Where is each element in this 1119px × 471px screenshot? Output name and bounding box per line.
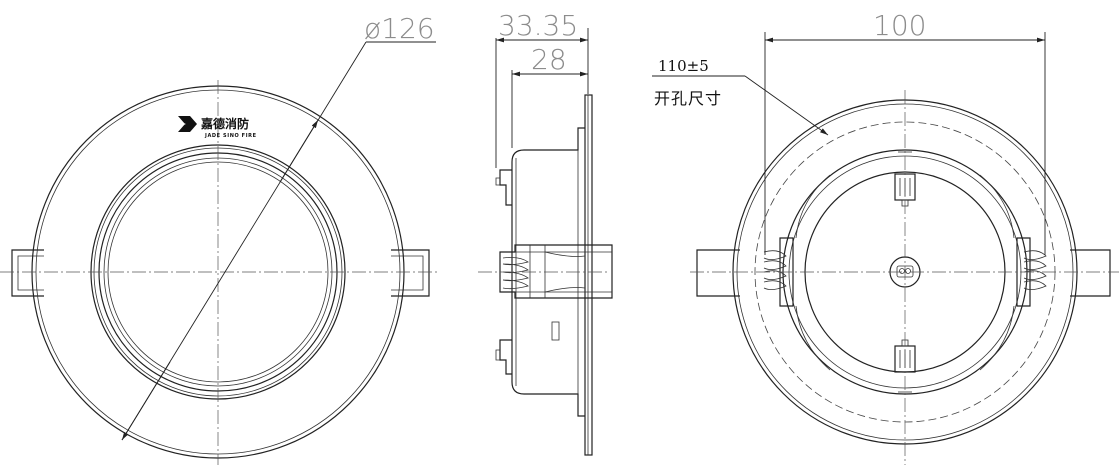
total-depth-label: 33.35 [498,9,578,42]
cutout-leader [744,75,829,136]
cutout-size: 110±5 [658,57,709,75]
front-right-tab [391,249,430,297]
logo-arrow-icon [178,116,197,132]
side-spring [502,257,529,290]
span-label: 100 [873,9,926,42]
logo-tagline: JADE SINO FIRE [204,133,257,139]
rear-left-bar [696,249,740,297]
brand-logo: 嘉德消防 JADE SINO FIRE [176,116,257,139]
logo-brand: 嘉德消防 [200,116,249,131]
cutout-label: 开孔尺寸 [654,89,722,108]
front-lens [107,161,329,383]
side-view: 33.35 28 [478,9,613,456]
rear-view: 100 110±5 开孔尺寸 [652,9,1119,465]
body-depth-label: 28 [531,43,567,76]
front-bezel [90,144,346,400]
front-left-tab [11,249,44,297]
front-view: ø126 嘉德消防 JADE SINO FIRE [0,12,440,465]
rear-left-spring [763,250,787,290]
side-bracket [499,244,613,299]
diameter-label: ø126 [364,12,435,45]
rear-right-spring [1023,250,1047,290]
rear-right-bar [1070,249,1111,297]
side-flange [584,94,593,456]
